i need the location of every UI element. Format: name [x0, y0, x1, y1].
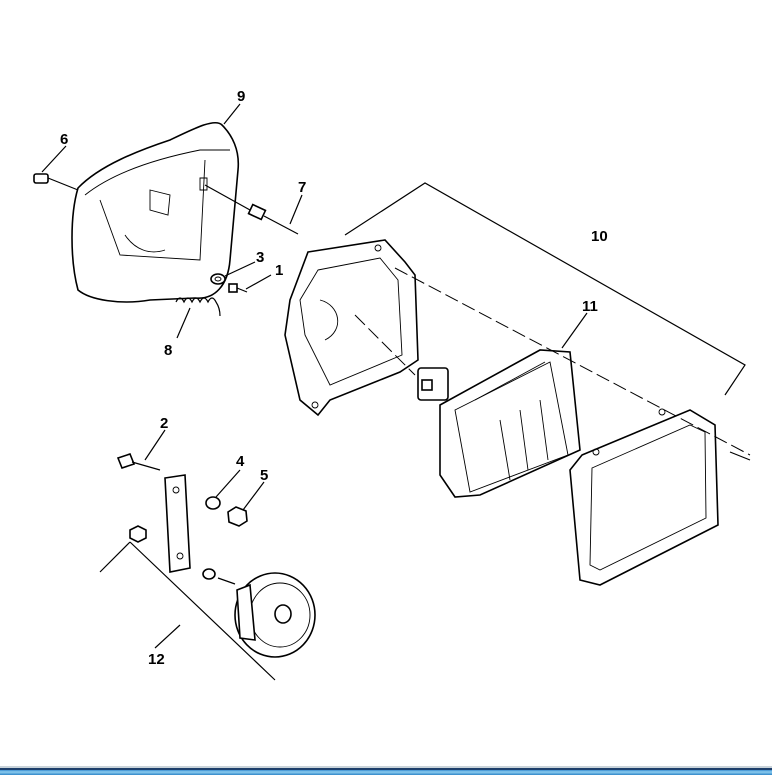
callout-11: 11 [582, 298, 598, 315]
callout-5: 5 [260, 467, 268, 484]
trim-screw [729, 451, 751, 461]
callout-10: 10 [591, 228, 608, 245]
washer [210, 273, 226, 285]
callout-6: 6 [60, 131, 68, 148]
bottom-bar [0, 766, 772, 775]
callout-bracket-10 [344, 182, 746, 396]
callout-bracket-12 [99, 541, 276, 681]
horn-assembly [116, 453, 316, 658]
callout-12: 12 [148, 651, 165, 668]
adjusting-screw [204, 184, 299, 235]
callout-7: 7 [298, 179, 306, 196]
headlight-assembly-bracket [284, 239, 419, 417]
sealed-beam-lamp [417, 349, 581, 498]
callout-3: 3 [256, 249, 264, 266]
trim-ring [569, 408, 719, 586]
callout-1: 1 [275, 262, 283, 279]
alignment-line [354, 314, 416, 376]
alignment-line [394, 267, 751, 456]
right-edge [770, 0, 772, 766]
screw [228, 283, 248, 293]
headlight-housing [71, 121, 240, 303]
callout-9: 9 [237, 88, 245, 105]
callout-4: 4 [236, 453, 245, 470]
spring [175, 297, 221, 317]
callout-2: 2 [160, 415, 168, 432]
callout-8: 8 [164, 342, 172, 359]
pin [33, 173, 79, 191]
leader-lines [41, 103, 588, 649]
